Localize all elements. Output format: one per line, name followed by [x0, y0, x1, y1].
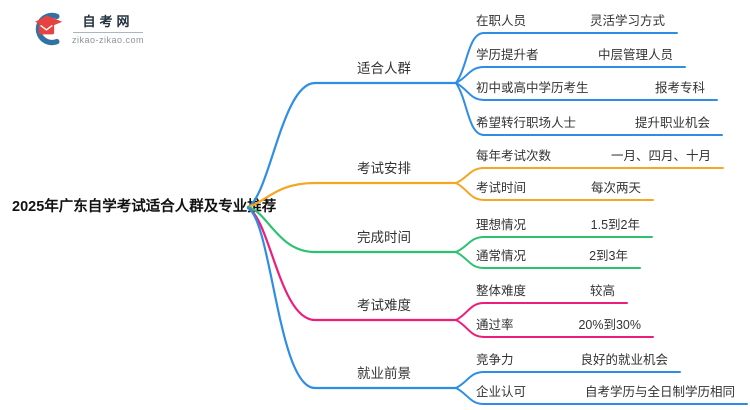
leaf-node: 在职人员 灵活学习方式	[462, 9, 675, 33]
leaf-node: 整体难度 较高	[462, 279, 625, 303]
leaf-node: 通过率 20%到30%	[462, 313, 651, 337]
leaf-value: 中层管理人员	[597, 48, 673, 62]
leaf-key: 考试时间	[476, 181, 527, 195]
branch-connector-career-prospects	[246, 206, 458, 390]
leaf-key: 希望转行职场人士	[476, 116, 577, 130]
branch-connector-exam-schedule	[246, 181, 458, 209]
leaf-connector	[455, 236, 653, 253]
branch-connector-completion-time	[246, 205, 458, 254]
leaf-connector	[455, 66, 686, 84]
leaf-connector	[455, 302, 628, 321]
leaf-key: 在职人员	[476, 14, 527, 28]
leaf-connector	[455, 82, 723, 136]
leaf-key: 学历提升者	[476, 48, 539, 62]
leaf-node: 通常情况 2到3年	[462, 244, 638, 268]
leaf-connector	[455, 182, 654, 201]
branch-node-difficulty: 考试难度	[357, 298, 411, 313]
branch-node-completion-time: 完成时间	[357, 230, 411, 245]
leaf-value: 每次两天	[590, 181, 641, 195]
leaf-key: 整体难度	[476, 284, 527, 298]
leaf-value: 灵活学习方式	[589, 14, 665, 28]
logo-divider	[73, 32, 144, 33]
leaf-value: 报考专科	[654, 81, 705, 95]
branch-connector-audience	[246, 81, 458, 209]
leaf-value: 良好的就业机会	[580, 353, 668, 367]
branch-node-exam-schedule: 考试安排	[357, 161, 411, 176]
leaf-node: 理想情况 1.5到2年	[462, 213, 650, 237]
leaf-connector	[455, 167, 724, 184]
leaf-connector	[455, 82, 718, 101]
leaf-key: 通过率	[476, 318, 514, 332]
root-node: 2025年广东自学考试适合人群及专业推荐	[12, 199, 277, 215]
branch-node-career-prospects: 就业前景	[357, 366, 411, 381]
logo-url: zikao-zikao.com	[72, 35, 145, 45]
leaf-connector	[455, 251, 641, 269]
leaf-value: 一月、四月、十月	[610, 149, 711, 163]
logo-title: 自考网	[82, 14, 134, 29]
leaf-key: 企业认可	[476, 385, 527, 399]
branch-node-audience: 适合人群	[357, 61, 411, 76]
leaf-value: 1.5到2年	[590, 218, 640, 232]
leaf-key: 通常情况	[476, 249, 527, 263]
leaf-value: 20%到30%	[578, 318, 641, 332]
site-logo[interactable]: 自考网 zikao-zikao.com	[28, 10, 144, 48]
leaf-node: 学历提升者 中层管理人员	[462, 43, 683, 67]
leaf-node: 竞争力 良好的就业机会	[462, 348, 678, 372]
leaf-node: 每年考试次数 一月、四月、十月	[462, 144, 721, 168]
leaf-connector	[455, 319, 654, 338]
graduation-cap-icon	[35, 12, 63, 46]
leaf-value: 自考学历与全日制学历相同	[584, 385, 735, 399]
leaf-node: 考试时间 每次两天	[462, 176, 651, 200]
leaf-connector	[455, 387, 748, 405]
leaf-key: 每年考试次数	[476, 149, 552, 163]
leaf-connector	[455, 32, 678, 84]
leaf-node: 希望转行职场人士 提升职业机会	[462, 111, 720, 135]
leaf-connector	[455, 371, 681, 389]
leaf-key: 理想情况	[476, 218, 527, 232]
leaf-value: 2到3年	[589, 249, 628, 263]
leaf-value: 较高	[589, 284, 615, 298]
leaf-key: 初中或高中学历考生	[476, 81, 589, 95]
leaf-key: 竞争力	[476, 353, 514, 367]
leaf-node: 企业认可 自考学历与全日制学历相同	[462, 380, 745, 404]
leaf-value: 提升职业机会	[634, 116, 710, 130]
leaf-node: 初中或高中学历考生 报考专科	[462, 76, 715, 100]
